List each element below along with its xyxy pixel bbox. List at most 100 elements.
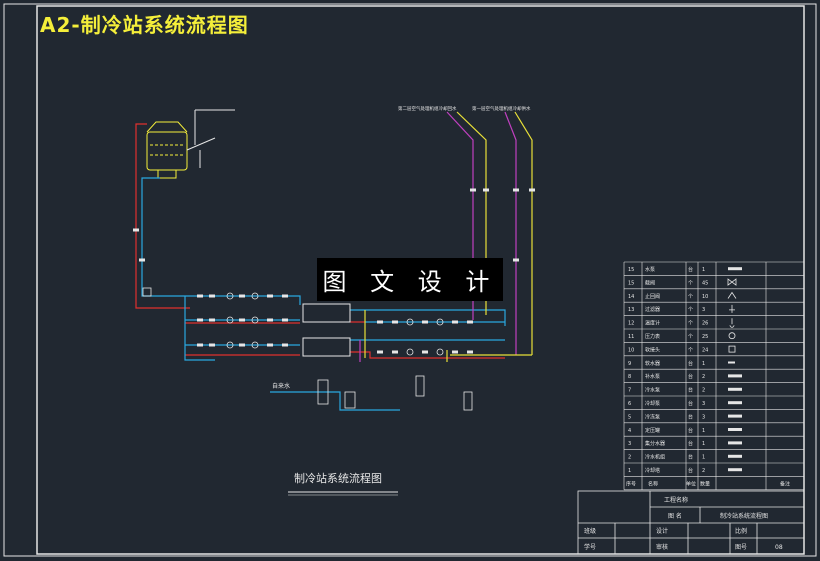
- diagram-caption: 制冷站系统流程图: [294, 471, 382, 485]
- sheet-number: 08: [775, 544, 783, 551]
- legend-row-number: 2: [628, 455, 631, 461]
- legend-row-unit: 个: [688, 307, 693, 313]
- valve-icon: [267, 343, 273, 347]
- legend-row-qty: 3: [702, 414, 705, 420]
- legend-row-number: 6: [628, 401, 631, 407]
- check-valve-icon: [727, 291, 737, 299]
- legend-row-qty: 45: [702, 280, 708, 286]
- legend-row-unit: 台: [688, 413, 693, 420]
- legend-row-qty: 2: [702, 468, 705, 474]
- valve-icon: [470, 188, 476, 192]
- legend-row-number: 3: [628, 441, 631, 447]
- valve-icon: [392, 320, 398, 324]
- drawing-name: 制冷站系统流程图: [720, 512, 768, 520]
- legend-row-number: 5: [628, 414, 631, 420]
- legend-symbol-icon: [728, 401, 742, 405]
- valve-icon: [529, 188, 535, 192]
- page-title: A2-制冷站系统流程图: [40, 13, 249, 37]
- legend-symbol-icon: [728, 374, 742, 378]
- legend-row-qty: 1: [702, 441, 705, 447]
- title-block-text: 工程名称 图 名 制冷站系统流程图 班级 设计 比例 学号 审核 图号 08: [584, 496, 783, 551]
- valve-icon: [282, 343, 288, 347]
- water-source-label: 自来水: [272, 382, 290, 390]
- valve-icon: [239, 318, 245, 322]
- valve-icon: [377, 350, 383, 354]
- legend-row-unit: 个: [688, 280, 693, 286]
- sheet-label: 图号: [735, 544, 747, 551]
- legend-header-unit: 单位: [686, 480, 696, 487]
- legend-row-unit: 个: [688, 321, 693, 327]
- legend-row-qty: 1: [702, 428, 705, 434]
- chiller-unit-1: [302, 303, 351, 323]
- legend-row-name: 冷水机组: [645, 454, 665, 461]
- valve-icon: [727, 278, 737, 286]
- legend-symbol-icon: [728, 414, 742, 418]
- legend-row-number: 1: [628, 468, 631, 474]
- student-label: 学号: [584, 543, 596, 551]
- valve-icon: [197, 318, 203, 322]
- legend-row-name: 冷却泵: [645, 400, 660, 407]
- legend-symbol-icon: [728, 361, 735, 364]
- legend-row-number: 15: [628, 267, 634, 273]
- legend-header-note: 备注: [780, 480, 790, 487]
- legend-row-name: 压力表: [645, 333, 660, 340]
- valve-icon: [267, 294, 273, 298]
- legend-row-unit: 个: [688, 334, 693, 340]
- thermometer-icon: [729, 318, 735, 328]
- legend-row-qty: 26: [702, 321, 708, 327]
- legend-row-unit: 台: [688, 266, 693, 273]
- valve-icon: [239, 343, 245, 347]
- legend-row-unit: 台: [688, 454, 693, 461]
- legend-row-name: 水泵: [645, 266, 655, 273]
- legend-row-name: 定压罐: [645, 427, 660, 434]
- project-label: 工程名称: [664, 496, 688, 504]
- riser-pipes: [359, 111, 533, 362]
- legend-row-number: 8: [628, 374, 631, 380]
- legend-row-name: 补水泵: [645, 373, 660, 380]
- legend-row-unit: 台: [688, 467, 693, 474]
- legend-row-name: 截阀: [645, 279, 655, 286]
- legend-row-unit: 台: [688, 373, 693, 380]
- return-pipe-loop: [135, 123, 505, 359]
- legend-symbol-icon: [728, 387, 742, 391]
- legend-symbol-icon: [728, 454, 742, 458]
- valve-icon: [282, 294, 288, 298]
- legend-header-number: 序号: [626, 480, 636, 487]
- valve-icon: [513, 188, 519, 192]
- legend-row-number: 14: [628, 294, 634, 300]
- legend-row-name: 温度计: [645, 320, 660, 327]
- legend-row-qty: 3: [702, 307, 705, 313]
- reviewer-label: 审核: [656, 543, 668, 551]
- legend-row-name: 冷却塔: [645, 467, 660, 474]
- legend-header-qty: 数量: [700, 480, 710, 487]
- legend-header-name: 名称: [648, 480, 658, 487]
- valve-icon: [422, 350, 428, 354]
- legend-row-unit: 台: [688, 427, 693, 434]
- legend-row-name: 止回阀: [645, 293, 660, 300]
- designer-label: 设计: [656, 527, 668, 535]
- drawing-label: 图 名: [668, 512, 682, 520]
- valve-icon: [467, 350, 473, 354]
- legend-row-unit: 台: [688, 360, 693, 367]
- legend-row-unit: 个: [688, 294, 693, 300]
- valve-icon: [209, 343, 215, 347]
- valve-icon: [282, 318, 288, 322]
- valve-icon: [467, 320, 473, 324]
- legend-symbol-icon: [728, 267, 742, 271]
- legend-row-qty: 1: [702, 267, 705, 273]
- valve-icon: [513, 258, 519, 262]
- valve-icon: [133, 228, 139, 232]
- flex-joint-icon: [728, 345, 736, 353]
- legend-row-unit: 台: [688, 400, 693, 407]
- legend-row-number: 9: [628, 361, 631, 367]
- valve-icon: [197, 294, 203, 298]
- valve-icon: [209, 294, 215, 298]
- valve-icon: [377, 320, 383, 324]
- valve-icon: [422, 320, 428, 324]
- chiller-unit-2: [302, 337, 351, 357]
- valve-icon: [197, 343, 203, 347]
- legend-row-qty: 25: [702, 334, 708, 340]
- legend-row-qty: 2: [702, 374, 705, 380]
